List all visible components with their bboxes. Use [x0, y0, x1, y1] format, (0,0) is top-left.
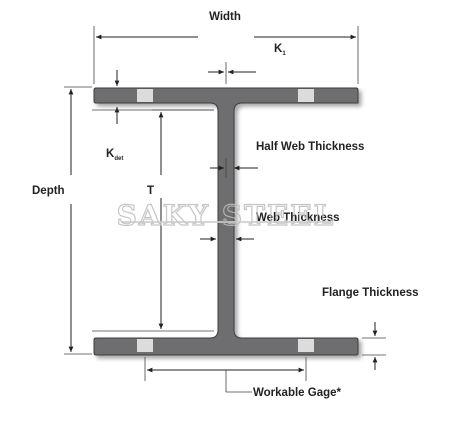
bolt-hole-bottom-left [137, 339, 153, 352]
k1-dimension [208, 62, 256, 84]
bolt-hole-bottom-right [298, 339, 314, 352]
flange-thickness-dimension [362, 322, 386, 370]
workable-gage-label: Workable Gage* [253, 387, 342, 399]
width-dimension [93, 26, 359, 84]
half-web-dimension [210, 158, 258, 178]
k1-label: K1 [274, 43, 286, 57]
watermark: SAKY STEEL [116, 198, 336, 232]
depth-dimension [64, 86, 92, 355]
bolt-hole-top-right [298, 89, 314, 102]
half-web-thickness-label: Half Web Thickness [256, 141, 364, 153]
t-label: T [147, 185, 154, 197]
flange-thickness-label: Flange Thickness [322, 287, 419, 299]
t-dimension [92, 109, 214, 332]
workable-gage-dimension [144, 357, 307, 393]
watermark-text: SAKY STEEL [117, 199, 336, 232]
bolt-hole-top-left [137, 89, 153, 102]
width-label: Width [209, 11, 241, 23]
depth-label: Depth [32, 185, 65, 197]
kdet-label: Kdet [106, 148, 123, 162]
